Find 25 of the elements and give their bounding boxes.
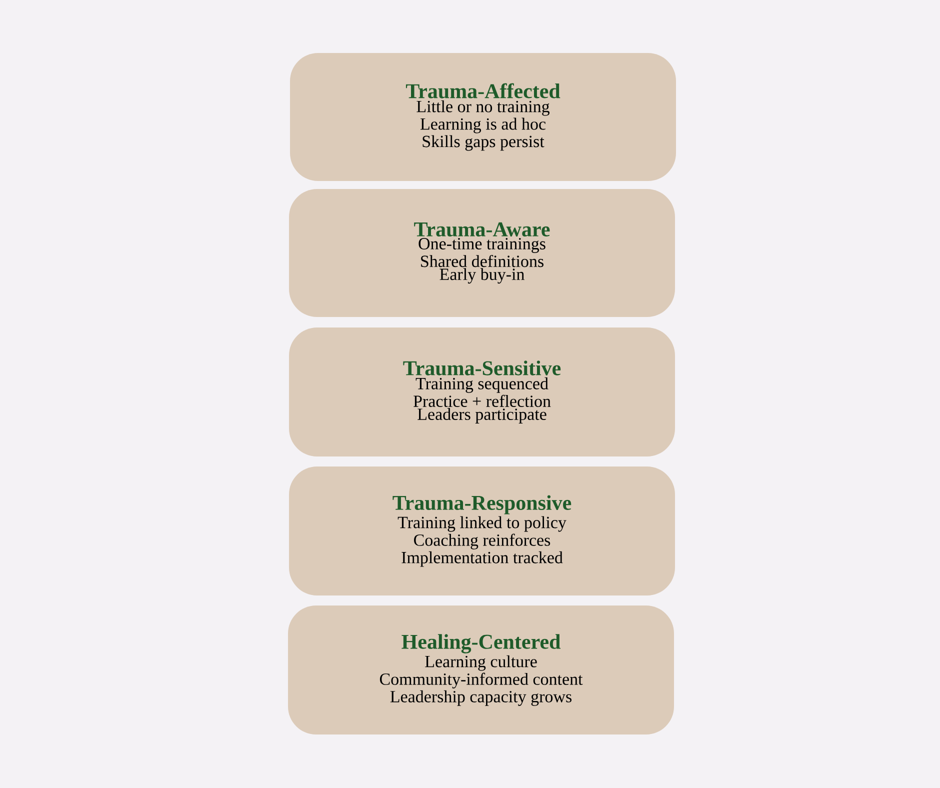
stage-item: Learning culture xyxy=(425,655,537,671)
stage-item: Training linked to policy xyxy=(398,516,566,532)
stage-box xyxy=(288,606,674,734)
stage-item: Leadership capacity grows xyxy=(390,690,572,706)
stage-item: Practice + reflection xyxy=(414,394,551,407)
stage-box xyxy=(290,53,676,181)
stage-item: Training sequenced xyxy=(416,377,548,393)
stage-title: Trauma-Affected xyxy=(406,83,560,98)
stage-title: Healing-Centered xyxy=(402,634,560,654)
stage-item: Community-informed content xyxy=(380,672,583,688)
stage-item: Little or no training xyxy=(416,100,550,116)
stage-item: Learning is ad hoc xyxy=(420,118,546,134)
stage-item: One-time trainings xyxy=(418,238,546,253)
stage-box xyxy=(289,328,675,456)
stage-item: Leaders participate xyxy=(418,408,546,424)
stage-item: Shared definitions xyxy=(421,254,544,268)
stage-title: Trauma-Sensitive xyxy=(403,360,561,376)
stage-item: Skills gaps persist xyxy=(422,135,544,151)
stage-item: Implementation tracked xyxy=(402,551,563,567)
stage-item: Early buy-in xyxy=(440,268,524,284)
stage-title: Trauma-Responsive xyxy=(392,495,572,514)
stage-box xyxy=(289,466,675,596)
stage-title: Trauma-Aware xyxy=(414,222,550,237)
stage-box xyxy=(289,189,675,317)
stage-item: Coaching reinforces xyxy=(414,534,550,550)
